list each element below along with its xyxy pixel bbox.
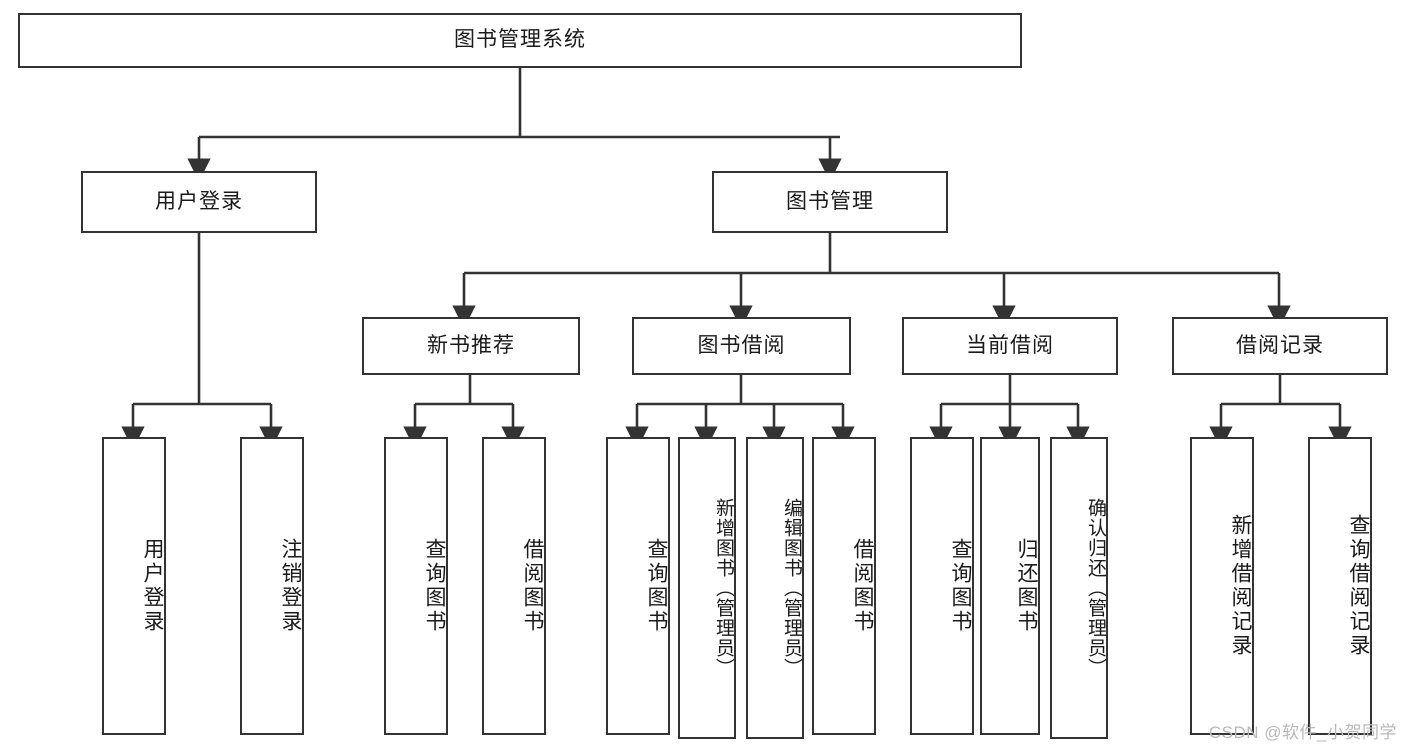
leaf-user-logout[interactable]: 注销登录: [240, 437, 304, 735]
node-borrow-record[interactable]: 借阅记录: [1172, 317, 1388, 375]
node-root[interactable]: 图书管理系统: [18, 13, 1022, 68]
node-new-book-recommend[interactable]: 新书推荐: [362, 317, 580, 375]
leaf-edit-book-admin[interactable]: 编辑图书（管理员）: [746, 437, 804, 739]
leaf-add-borrow-record[interactable]: 新增借阅记录: [1190, 437, 1254, 735]
leaf-add-book-admin[interactable]: 新增图书（管理员）: [678, 437, 736, 739]
leaf-user-login[interactable]: 用户登录: [102, 437, 166, 735]
node-current-borrow[interactable]: 当前借阅: [902, 317, 1118, 375]
node-book-manage[interactable]: 图书管理: [712, 171, 948, 233]
leaf-confirm-return-admin[interactable]: 确认归还（管理员）: [1050, 437, 1108, 739]
leaf-query-book-borrow[interactable]: 查询图书: [606, 437, 670, 735]
leaf-return-book[interactable]: 归还图书: [980, 437, 1040, 735]
leaf-query-borrow-record[interactable]: 查询借阅记录: [1308, 437, 1372, 735]
node-user-login[interactable]: 用户登录: [81, 171, 317, 233]
node-book-borrow[interactable]: 图书借阅: [632, 317, 851, 375]
leaf-borrow-book-recommend[interactable]: 借阅图书: [482, 437, 546, 735]
leaf-query-book-current[interactable]: 查询图书: [910, 437, 974, 735]
leaf-query-book-recommend[interactable]: 查询图书: [384, 437, 448, 735]
leaf-borrow-book[interactable]: 借阅图书: [812, 437, 876, 735]
